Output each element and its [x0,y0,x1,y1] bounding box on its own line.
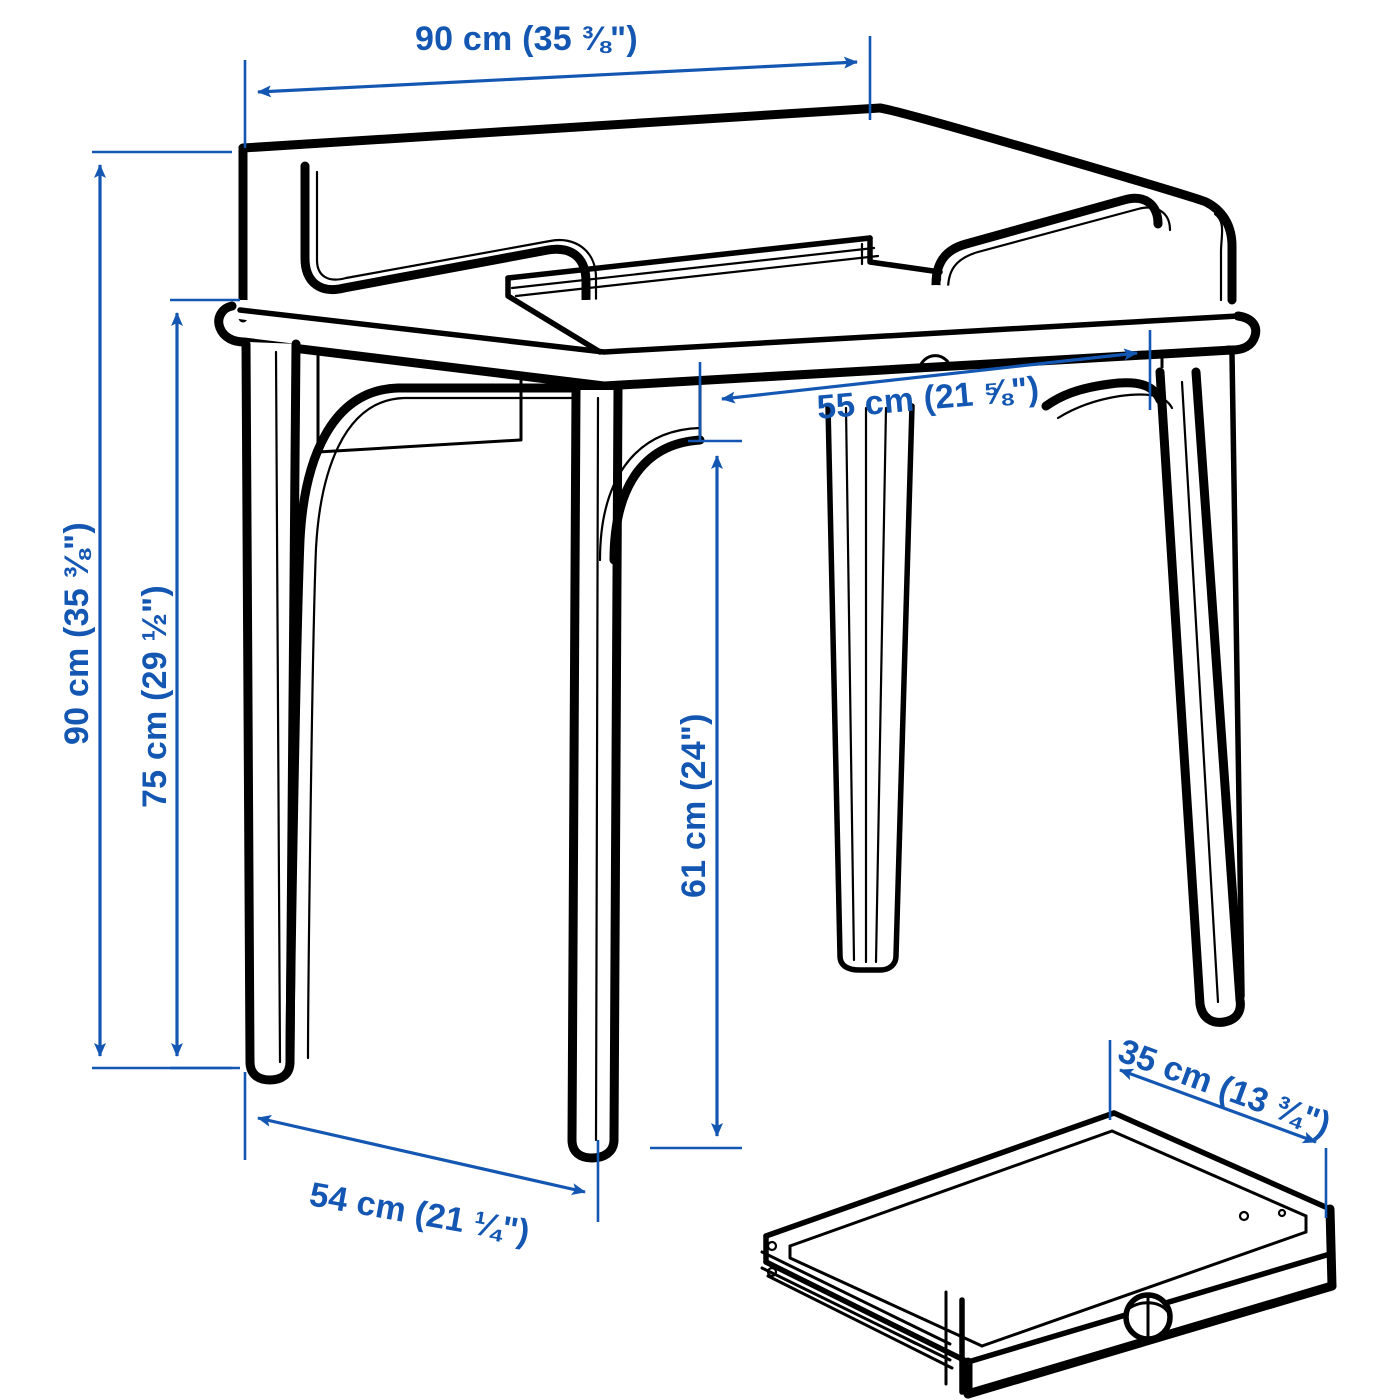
dimension-width-top: 90 cm (35 ⅜") [243,20,872,148]
desk-back-panel [238,103,1237,323]
drawer-knob [1123,1292,1173,1342]
dimension-clearance: 61 cm (24") [650,439,742,1150]
desk-leg-rear-right [825,403,915,973]
dimension-depth: 55 cm (21 ⅝") [698,330,1152,440]
desk-leg-front-left [241,339,301,1085]
dimension-label-depth: 55 cm (21 ⅝") [815,370,1040,427]
dimension-width-bottom: 54 cm (21 ¼") [243,1072,600,1252]
desk-leg-rear-left [285,383,613,1067]
dimension-label-width-bottom: 54 cm (21 ¼") [307,1175,533,1251]
desk-illustration [214,103,1261,1163]
dimension-label-clearance: 61 cm (24") [675,713,713,898]
desk-leg-front-right [1041,351,1245,1027]
dimension-height-total: 90 cm (35 ⅜") [58,150,232,1070]
dimension-label-width-top: 90 cm (35 ⅜") [415,20,638,58]
dimension-height-worktop: 75 cm (29 ½") [136,298,240,1070]
dimension-label-height-total: 90 cm (35 ⅜") [58,522,96,745]
dimension-label-height-worktop: 75 cm (29 ½") [136,585,174,808]
drawer-illustration [760,1110,1337,1399]
